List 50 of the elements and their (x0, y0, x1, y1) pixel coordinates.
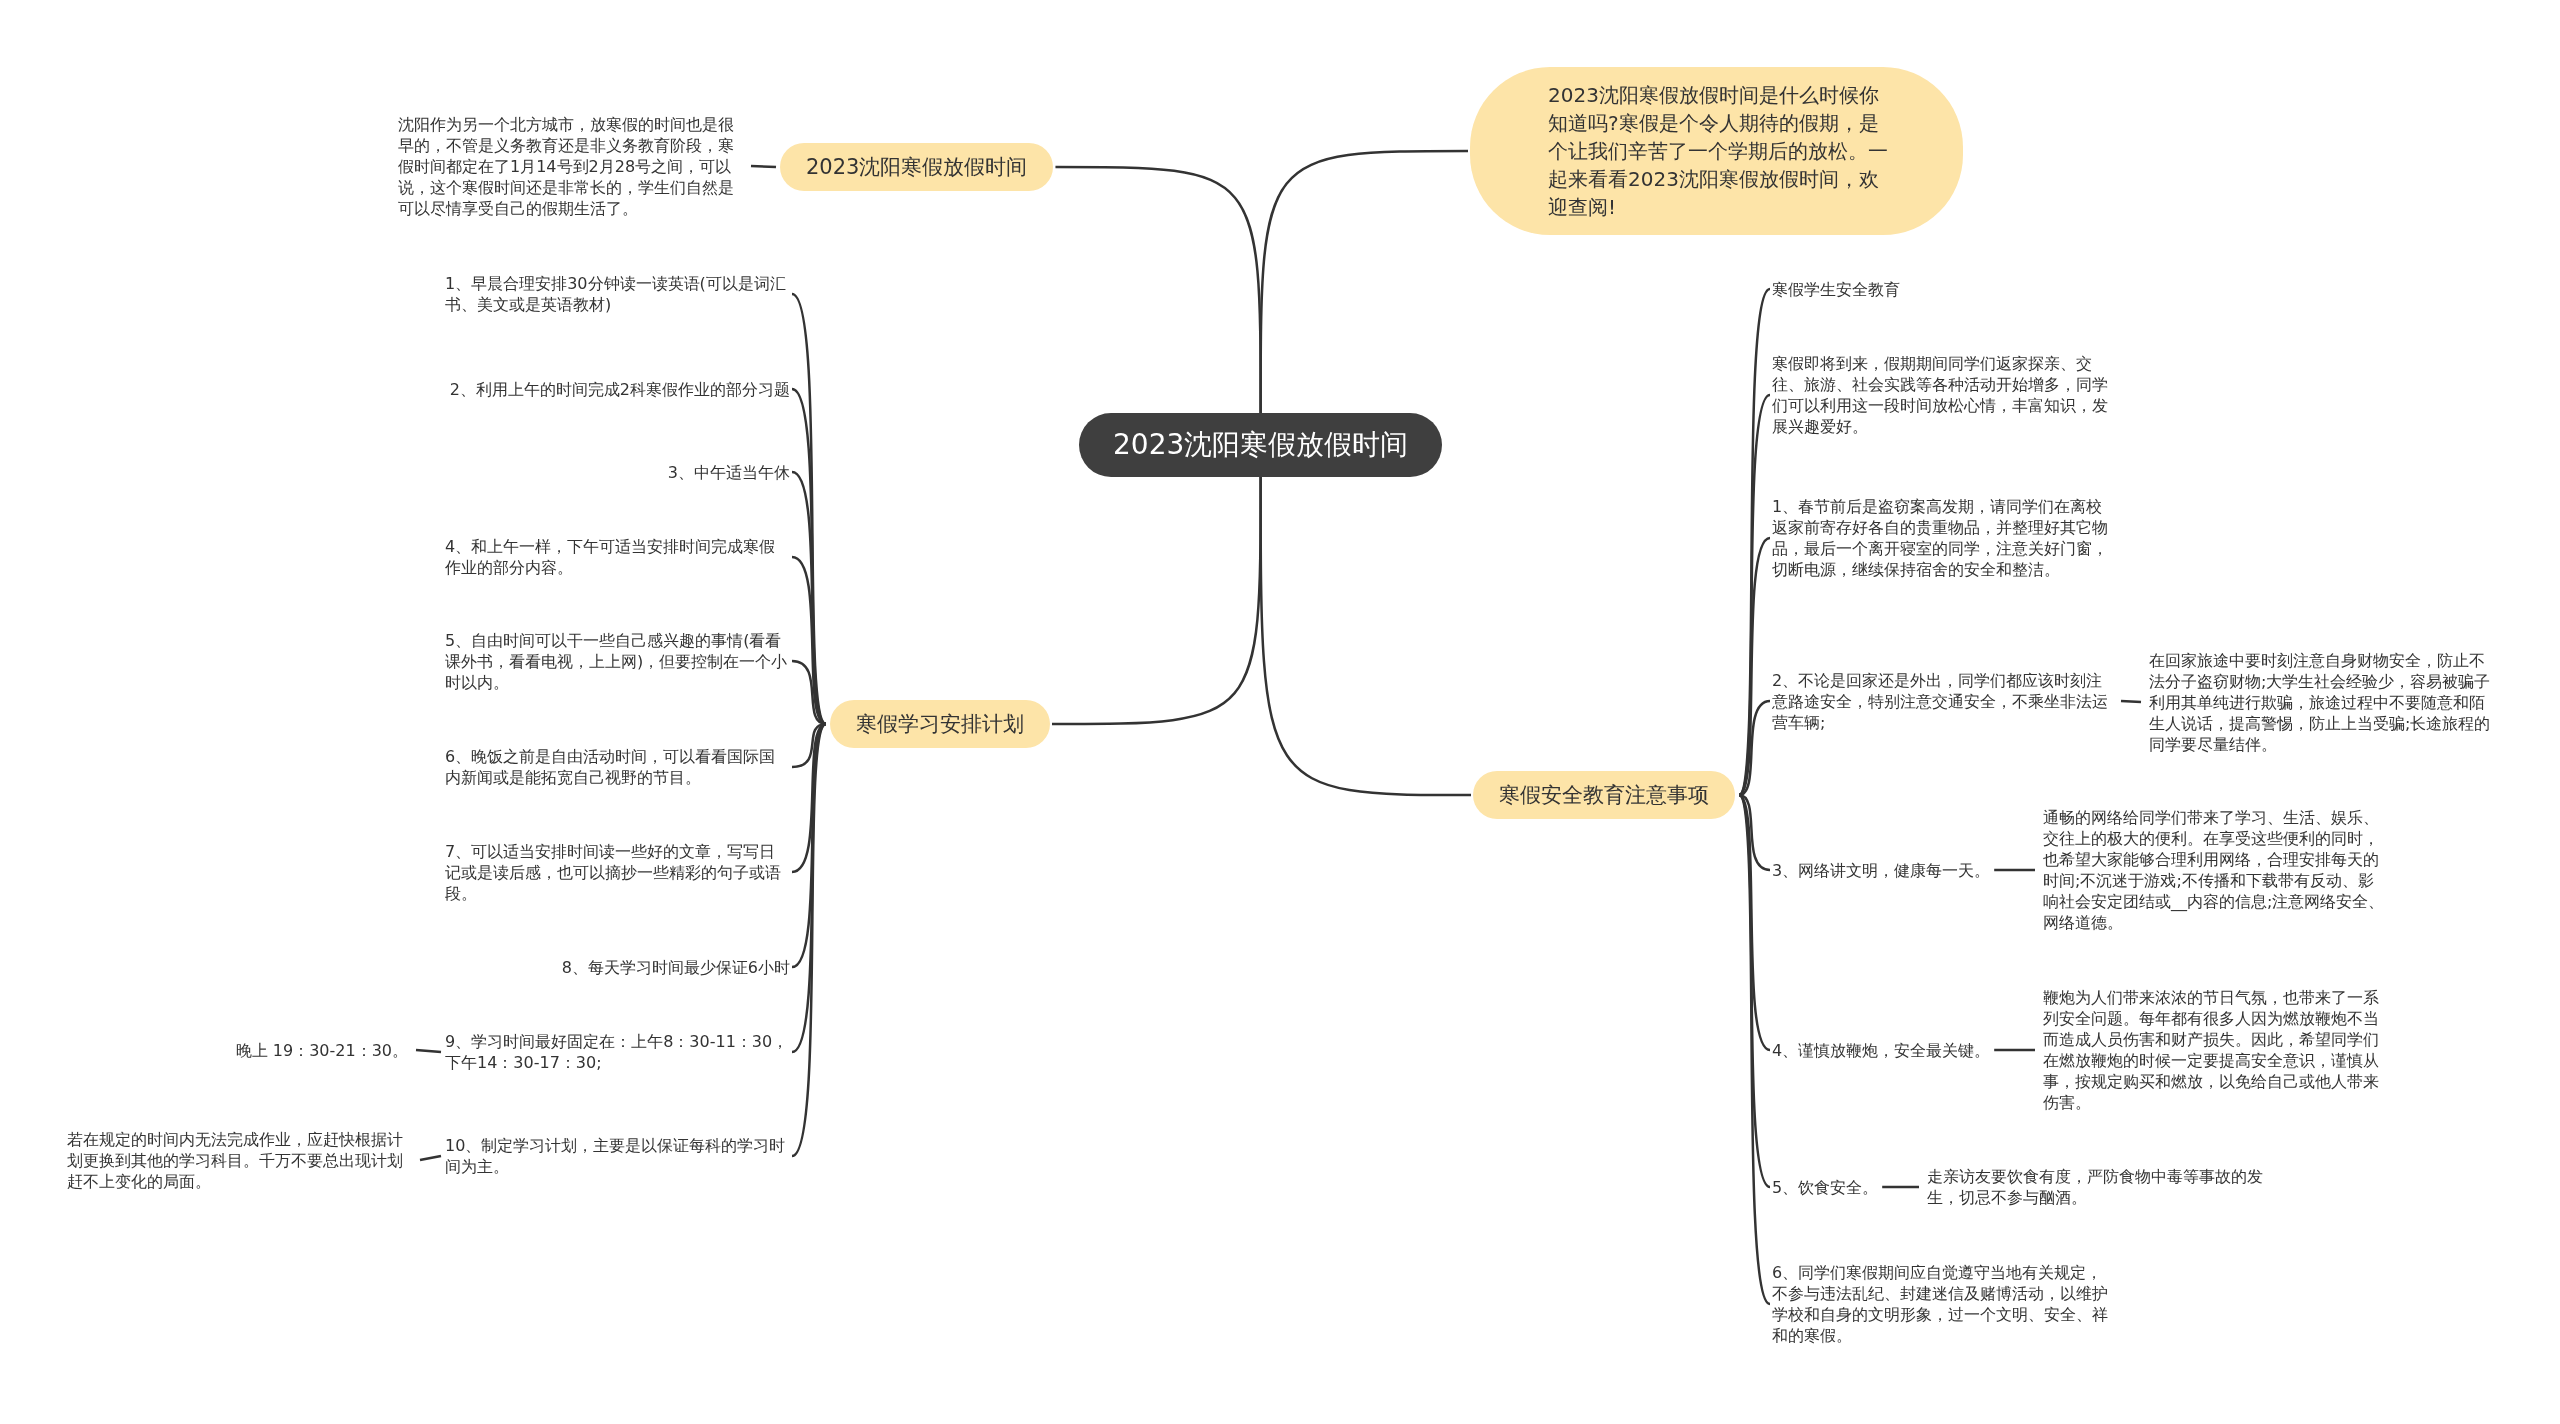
topic-text: 鞭炮为人们带来浓浓的节日气氛，也带来了一系列安全问题。每年都有很多人因为燃放鞭炮不当而造成人员伤害和财产损失。因此，希望同学们在燃放鞭炮的时候一定要提高安全意识，谨慎从事，按规定购买和燃放，以免给自己或他人带来伤害。 (2043, 987, 2388, 1113)
connector-line (2120, 699, 2142, 704)
topic-text: 4、谨慎放鞭炮，安全最关键。 (1772, 1039, 1991, 1061)
topic-text: 3、网络讲文明，健康每一天。 (1772, 859, 1991, 881)
topic-text: 在回家旅途中要时刻注意自身财物安全，防止不法分子盗窃财物;大学生社会经验少，容易被骗子利用其单纯进行欺骗，旅途过程中不要随意和陌生人说话，提高警惕，防止上当受骗;长途旅程的同学要尽量结伴。 (2149, 649, 2494, 755)
topic-text: 3、中午适当午休 (667, 461, 790, 483)
topic-text: 7、可以适当安排时间读一些好的文章，写写日记或是读后感，也可以摘抄一些精彩的句子或语段。 (445, 840, 790, 904)
connector-line (1738, 537, 1771, 796)
topic-text: 5、自由时间可以干一些自己感兴趣的事情(看看课外书，看看电视，上上网)，但要控制在一个小时以内。 (445, 629, 790, 693)
central-topic: 2023沈阳寒假放假时间 (1079, 413, 1443, 477)
connector-line (791, 722, 827, 874)
connector-line (791, 555, 827, 726)
topic-text: 1、早晨合理安排30分钟读一读英语(可以是词汇书、美文或是英语教材) (445, 273, 790, 315)
connector-line (1738, 793, 1771, 872)
topic-text: 8、每天学习时间最少保证6小时 (561, 956, 790, 978)
topic-bubble: 寒假学习安排计划 (830, 700, 1050, 748)
topic-text: 4、和上午一样，下午可适当安排时间完成寒假作业的部分内容。 (445, 536, 790, 578)
intro-bubble: 2023沈阳寒假放假时间是什么时候你知道吗?寒假是个令人期待的假期，是个让我们辛苦了一个学期后的放松。一起来看看2023沈阳寒假放假时间，欢迎查阅! (1470, 67, 1963, 235)
topic-text: 2、利用上午的时间完成2科寒假作业的部分习题 (449, 378, 790, 400)
topic-text: 6、晚饭之前是自由活动时间，可以看看国际国内新闻或是能拓宽自己视野的节目。 (445, 746, 790, 788)
connector-line (415, 1048, 442, 1054)
connector-line (419, 1154, 442, 1162)
connector-line (1994, 1048, 2035, 1052)
topic-text: 1、春节前后是盗窃案高发期，请同学们在离校返家前寄存好各自的贵重物品，并整理好其它物品，最后一个离开寝室的同学，注意关好门窗，切断电源，继续保持宿舍的安全和整洁。 (1772, 496, 2117, 580)
connector-line (1055, 165, 1262, 413)
connector-line (791, 470, 827, 725)
connector-line (1737, 794, 1771, 1188)
topic-bubble: 2023沈阳寒假放假时间 (780, 143, 1054, 191)
connector-line (1737, 794, 1772, 1305)
topic-bubble: 寒假安全教育注意事项 (1473, 771, 1735, 819)
topic-text: 晚上 19：30-21：30。 (235, 1039, 408, 1061)
connector-line (750, 164, 777, 169)
topic-text: 寒假即将到来，假期期间同学们返家探亲、交往、旅游、社会实践等各种活动开始增多，同学们可以利用这一段时间放松心情，丰富知识，发展兴趣爱好。 (1772, 353, 2117, 437)
topic-text: 5、饮食安全。 (1772, 1176, 1879, 1198)
topic-text: 走亲访友要饮食有度，严防食物中毒等事故的发生，切忌不参与酗酒。 (1927, 1166, 2272, 1208)
connector-line (791, 293, 828, 725)
connector-line (1737, 288, 1772, 796)
topic-text: 若在规定的时间内无法完成作业，应赶快根据计划更换到其他的学习科目。千万不要总出现计划赶不上变化的局面。 (67, 1128, 412, 1192)
topic-text: 通畅的网络给同学们带来了学习、生活、娱乐、交往上的极大的便利。在享受这些便利的同时，也希望大家能够合理利用网络，合理安排每天的时间;不沉迷于游戏;不传播和下载带有反动、影响社会安定团结或__内容的信息;注意网络安全、网络道德。 (2043, 807, 2388, 933)
connector-line (1738, 699, 1771, 797)
connector-line (791, 723, 828, 1157)
topic-text: 6、同学们寒假期间应自觉遵守当地有关规定，不参与违法乱纪、封建迷信及赌博活动，以维护学校和自身的文明形象，过一个文明、安全、祥和的寒假。 (1772, 1262, 2117, 1346)
topic-text: 9、学习时间最好固定在：上午8：30-11：30，下午14：30-17：30; (445, 1031, 790, 1073)
connector-line (1259, 477, 1471, 797)
connector-line (1994, 868, 2035, 872)
topic-text: 2、不论是回家还是外出，同学们都应该时刻注意路途安全，特别注意交通安全，不乘坐非法运营车辆; (1772, 669, 2117, 733)
topic-text: 沈阳作为另一个北方城市，放寒假的时间也是很早的，不管是义务教育还是非义务教育阶段，寒假时间都定在了1月14号到2月28号之间，可以说，这个寒假时间还是非常长的，学生们自然是可以尽情享受自己的假期生活了。 (398, 113, 743, 219)
topic-text: 寒假学生安全教育 (1772, 278, 1900, 300)
connector-line (1882, 1185, 1919, 1189)
topic-text: 10、制定学习计划，主要是以保证每科的学习时间为主。 (445, 1135, 790, 1177)
